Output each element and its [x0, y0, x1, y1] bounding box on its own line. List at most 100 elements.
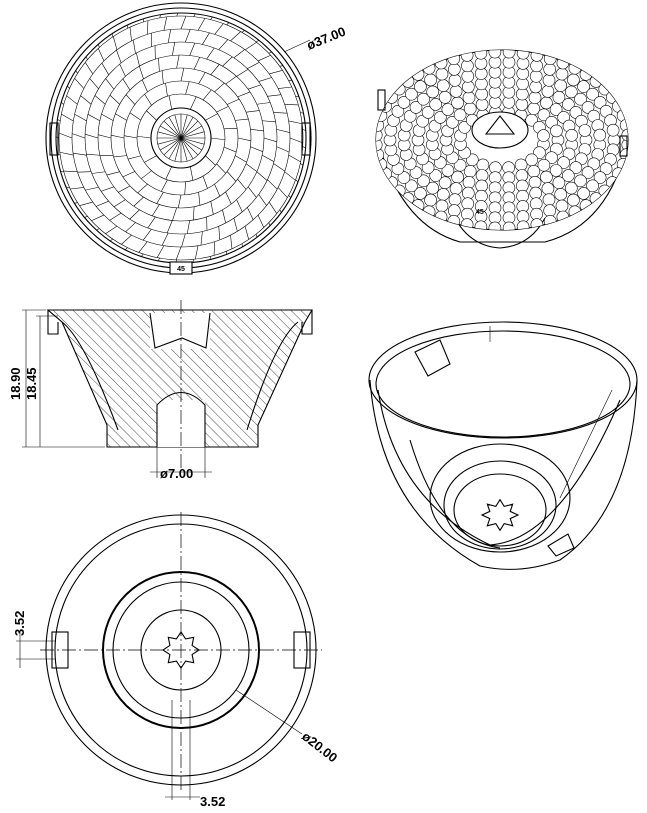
facet-bump: [453, 158, 467, 172]
facet-bump: [581, 166, 595, 179]
facet-bump: [550, 124, 563, 138]
total-height-dimension: 18.90: [8, 367, 23, 400]
facet-edge: [101, 62, 109, 75]
facet-edge: [226, 98, 240, 105]
hole-diameter-dimension: ø7.00: [160, 466, 193, 481]
facet-edge: [143, 13, 145, 22]
inner-diameter-leader: [235, 689, 303, 735]
bottom-view: 3.52 3.52 ø20.00: [12, 512, 340, 809]
facet-bump: [581, 101, 595, 114]
facet-bump: [541, 85, 555, 98]
center-ray: [180, 137, 188, 162]
facet-edge: [257, 54, 271, 62]
facet-bump: [556, 56, 570, 70]
facet-bump: [414, 187, 427, 200]
facet-bump: [586, 87, 599, 101]
facet-bump: [577, 187, 590, 200]
facet-edge: [206, 47, 215, 60]
facet-edge: [258, 194, 267, 206]
facet-edge: [198, 192, 201, 206]
facet-edge: [80, 95, 92, 105]
facet-bump: [435, 67, 449, 81]
facet-bump: [447, 52, 461, 66]
facet-edge: [69, 61, 78, 74]
section-top-cavity-outline: [149, 312, 211, 349]
facet-edge: [122, 171, 136, 178]
facet-edge: [105, 78, 115, 90]
facet-edge: [202, 89, 212, 101]
facet-edge: [302, 146, 306, 154]
facet-edge: [116, 50, 122, 64]
facet-edge: [71, 133, 86, 139]
iso-bottom-boss-mid: [443, 460, 557, 550]
facet-bump: [543, 52, 557, 66]
facet-bump: [542, 193, 556, 206]
iso-bottom-star-hole: [480, 498, 520, 532]
facet-bump: [474, 50, 488, 60]
facet-bump: [555, 199, 569, 213]
facet-bump: [379, 167, 392, 180]
facet-bump: [424, 73, 437, 87]
facet-edge: [268, 201, 278, 214]
facet-edge: [235, 155, 247, 163]
facet-edge: [256, 171, 268, 181]
iso-angle-mark: 45: [476, 209, 484, 216]
facet-bump: [549, 103, 563, 116]
facet-bump: [435, 199, 449, 213]
facet-edge: [193, 13, 201, 17]
center-ray: [157, 137, 182, 145]
facet-bump: [414, 80, 427, 93]
facet-bump: [543, 215, 557, 228]
facet-bump: [577, 80, 590, 93]
facet-bump: [561, 98, 575, 111]
facet-edge: [165, 166, 173, 180]
facet-edge: [168, 95, 173, 110]
center-ray: [160, 125, 182, 139]
section-left-inner-wall: [61, 321, 119, 431]
facet-bump: [451, 96, 464, 110]
facet-edge: [74, 114, 87, 122]
inner-diameter-dimension: ø20.00: [299, 729, 340, 766]
facet-edge: [106, 171, 120, 176]
facet-edge: [258, 77, 272, 82]
center-ray: [174, 137, 182, 162]
top-view-facet-pattern: [56, 13, 306, 263]
facet-bump: [376, 158, 388, 171]
facet-edge: [257, 214, 265, 228]
facet-edge: [302, 129, 306, 135]
facet-edge: [247, 62, 260, 69]
section-right-clip: [301, 310, 313, 335]
center-ray: [180, 137, 202, 151]
facet-bump: [441, 164, 455, 177]
facet-edge: [216, 106, 229, 113]
top-view-angle-label-box: [169, 261, 193, 275]
facet-edge: [137, 183, 148, 194]
facet-edge: [129, 209, 140, 220]
facet-edge: [278, 86, 292, 89]
facet-bump: [574, 92, 587, 106]
facet-edge: [189, 96, 197, 110]
facet-bump: [417, 92, 430, 106]
facet-edge: [300, 112, 306, 116]
facet-edge: [141, 79, 148, 93]
facet-edge: [180, 15, 187, 30]
facet-bump: [528, 176, 542, 189]
facet-bump: [543, 204, 557, 217]
vertical-tab-dimension: 3.52: [12, 611, 27, 636]
facet-edge: [110, 134, 125, 139]
facet-edge: [237, 178, 247, 190]
facet-edge: [113, 199, 126, 207]
facet-bump: [565, 129, 579, 142]
facet-bump: [555, 67, 569, 81]
facet-bump: [463, 102, 477, 115]
outer-diameter-dimension: ø37.00: [305, 24, 348, 53]
facet-edge: [84, 133, 99, 139]
facet-edge: [86, 153, 100, 156]
facet-bump: [593, 128, 607, 142]
facet-edge: [172, 42, 176, 56]
facet-edge: [250, 128, 264, 132]
facet-bump: [405, 179, 418, 193]
facet-bump: [436, 79, 450, 92]
facet-edge: [61, 113, 74, 122]
